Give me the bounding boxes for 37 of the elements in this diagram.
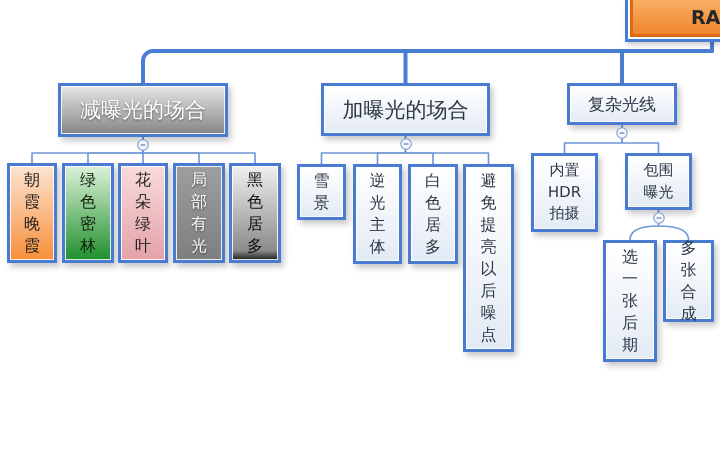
topic-label: 复杂光线 — [588, 94, 656, 116]
subtopic-label: 白色居多 — [425, 170, 441, 258]
subtopic-box — [297, 164, 346, 220]
topic-box — [58, 83, 228, 137]
subtopic-label: 避免提亮以后噪点 — [480, 170, 496, 346]
topic-box — [321, 83, 490, 136]
subtopic-box — [463, 164, 514, 352]
subtopic-label: 选一张后期 — [622, 246, 638, 356]
subtopic-box — [531, 153, 598, 232]
subtopic-box — [7, 163, 57, 263]
subtopic-label: 雪景 — [314, 170, 330, 214]
subtopic-box — [173, 163, 225, 263]
topic-box — [567, 83, 677, 125]
subtopic-label: 局部有光 — [191, 168, 207, 258]
subtopic-box — [603, 240, 657, 362]
subtopic-label: 包围曝光 — [642, 160, 674, 202]
subtopic-label: 逆光主体 — [370, 170, 386, 258]
subtopic-box — [625, 153, 692, 210]
subtopic-label: 绿色密林 — [80, 168, 96, 258]
root-label: RA — [691, 7, 720, 29]
subtopic-box — [118, 163, 168, 263]
subtopic-box — [62, 163, 114, 263]
connector-line — [621, 125, 660, 153]
subtopic-box — [229, 163, 281, 263]
root-topic-box — [625, 0, 720, 42]
topic-label: 加曝光的场合 — [342, 96, 468, 124]
subtopic-box — [353, 164, 402, 264]
subtopic-label: 多张合成 — [680, 236, 696, 326]
connector-line — [404, 136, 490, 164]
subtopic-label: 黑色居多 — [247, 168, 263, 258]
topic-label: 减曝光的场合 — [80, 97, 206, 124]
subtopic-label: 内置HDR拍摄 — [548, 160, 582, 224]
subtopic-box — [663, 240, 714, 322]
subtopic-box — [408, 164, 458, 264]
subtopic-label: 朝霞晚霞 — [24, 168, 40, 258]
connector-line — [658, 210, 690, 240]
subtopic-label: 花朵绿叶 — [135, 168, 151, 258]
